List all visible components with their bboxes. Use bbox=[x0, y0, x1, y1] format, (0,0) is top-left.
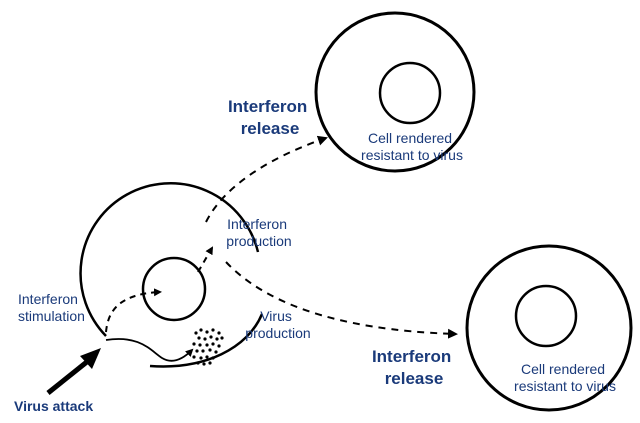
infected-cell-membrane-lower bbox=[149, 313, 264, 368]
release-arrow-bottom bbox=[225, 261, 458, 339]
production-arrow bbox=[197, 246, 214, 273]
virus-attack-label: Virus attack bbox=[14, 398, 93, 414]
virus-particles bbox=[192, 328, 224, 366]
interferon-release-bottom-label: Interferon release bbox=[372, 347, 456, 388]
virus-production-label: Virus production bbox=[245, 308, 310, 341]
bottom-cell-nucleus bbox=[514, 284, 578, 348]
infected-cell bbox=[79, 182, 264, 368]
infected-cell-membrane bbox=[79, 182, 260, 337]
interferon-release-top-label: Interferon release bbox=[228, 97, 312, 138]
infected-cell-nucleus bbox=[141, 256, 207, 322]
cell-top-label: Cell rendered resistant to virus bbox=[361, 130, 463, 163]
bottom-cell-membrane bbox=[465, 244, 633, 412]
cell-bottom-label: Cell rendered resistant to virus bbox=[514, 361, 616, 394]
release-arrow-top bbox=[205, 135, 328, 223]
bottom-resistant-cell bbox=[465, 244, 633, 412]
virus-entry-curve bbox=[105, 338, 194, 362]
top-resistant-cell bbox=[314, 11, 476, 173]
virus-attack-arrow bbox=[46, 348, 101, 395]
top-cell-nucleus bbox=[378, 61, 442, 125]
interferon-production-label: Interferon production bbox=[226, 216, 291, 249]
interferon-stimulation-label: Interferon stimulation bbox=[18, 291, 85, 324]
top-cell-membrane bbox=[314, 11, 476, 173]
